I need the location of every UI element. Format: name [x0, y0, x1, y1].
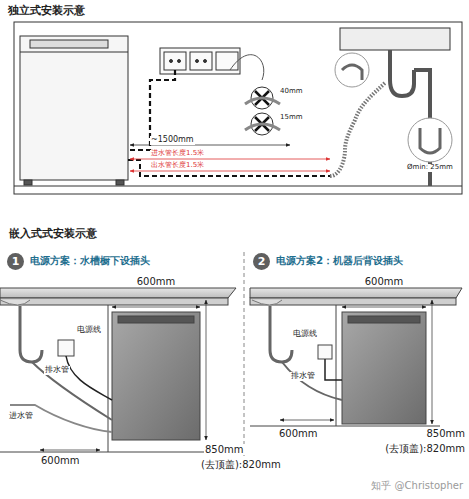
outlet	[58, 340, 74, 356]
handle-slot	[348, 316, 420, 323]
built-in-scene-2	[250, 288, 462, 426]
scheme-header: 电源方案2：机器后背设插头 2	[250, 250, 465, 274]
hose-length: 出水管长度1.5米	[150, 162, 205, 170]
dimension: (去顶盖):820mm	[384, 443, 466, 454]
outlet	[190, 52, 212, 70]
dishwasher-door	[112, 312, 200, 440]
hose-length: 进水管长度1.5米	[150, 150, 205, 158]
foot	[116, 180, 124, 185]
countertop-edge	[0, 298, 228, 305]
dimension: 850mm	[204, 444, 245, 455]
drain-trap	[20, 306, 42, 362]
floor-line	[250, 426, 440, 427]
drain-trap	[270, 306, 292, 362]
section-title: 嵌入式式安装示意	[8, 228, 98, 240]
callout-number: 2	[258, 255, 266, 268]
step-number: 2	[253, 253, 270, 270]
part-label: 排水管	[44, 366, 70, 375]
part-label: 电源线	[76, 326, 102, 335]
dimension: ~1500mm	[150, 136, 195, 145]
outlet	[216, 52, 238, 70]
drain-length-line	[130, 171, 330, 172]
dimension-line	[342, 307, 426, 308]
dimension: Ømin: 25mm	[406, 164, 454, 172]
dimension: 40mm	[279, 88, 304, 96]
dimension: 600mm	[364, 276, 405, 287]
cabinet-side	[108, 305, 109, 452]
part-label: 排水管	[290, 372, 316, 381]
step-number: 1	[7, 253, 24, 270]
freestanding-scene	[14, 22, 462, 194]
sink-bowl	[252, 300, 282, 305]
watermark: 知乎 @Christopher	[370, 480, 464, 491]
foot	[24, 180, 32, 185]
sink-bowl	[0, 300, 30, 305]
dimension: 600mm	[136, 276, 177, 287]
control-panel-line	[20, 52, 128, 53]
dishwasher-body	[20, 36, 128, 180]
outlet	[318, 345, 332, 359]
dimension-line	[112, 307, 200, 308]
panel-divider	[244, 252, 245, 456]
section-title: 独立式安装示意	[8, 5, 85, 17]
sink	[340, 28, 450, 50]
dimension-line	[280, 420, 334, 421]
countertop	[0, 288, 236, 298]
outlet	[164, 52, 186, 70]
cabinet-side	[336, 305, 337, 426]
detail-circle	[335, 53, 369, 87]
scheme-header: 电源方案：水槽橱下设插头 1	[4, 250, 240, 274]
dimension-line	[432, 300, 433, 424]
dishwasher-door	[342, 312, 426, 424]
part-label: 电源线	[292, 330, 318, 339]
callout-number: 1	[12, 255, 20, 268]
countertop-edge	[250, 298, 456, 305]
inlet-length-line	[130, 159, 330, 160]
dimension: 600mm	[278, 428, 319, 439]
handle-slot	[118, 316, 194, 323]
dimension: 600mm	[40, 455, 81, 466]
dimension: 850mm	[425, 428, 466, 439]
dimension: 15mm	[279, 114, 304, 122]
floor-line	[14, 186, 462, 187]
scene-frame	[14, 22, 462, 194]
part-label: 进水管	[8, 412, 34, 421]
plug-cord	[230, 55, 264, 80]
built-in-scene-1	[0, 288, 240, 452]
dimension-line	[40, 450, 100, 451]
control-panel	[30, 40, 108, 48]
scheme-title: 电源方案2：机器后背设插头	[276, 254, 461, 266]
drain-hose	[330, 82, 386, 176]
drain-hose	[32, 362, 112, 420]
scheme-title: 电源方案：水槽橱下设插头	[30, 254, 236, 266]
detail-circle	[408, 118, 452, 162]
drain-hose	[282, 362, 342, 400]
countertop	[250, 288, 462, 298]
drain-trap	[390, 50, 414, 96]
power-cord	[325, 359, 342, 380]
dimension-line	[206, 300, 207, 440]
hoses	[128, 160, 330, 176]
dimension: (去顶盖):820mm	[200, 459, 282, 470]
wall-outlets	[160, 48, 240, 74]
